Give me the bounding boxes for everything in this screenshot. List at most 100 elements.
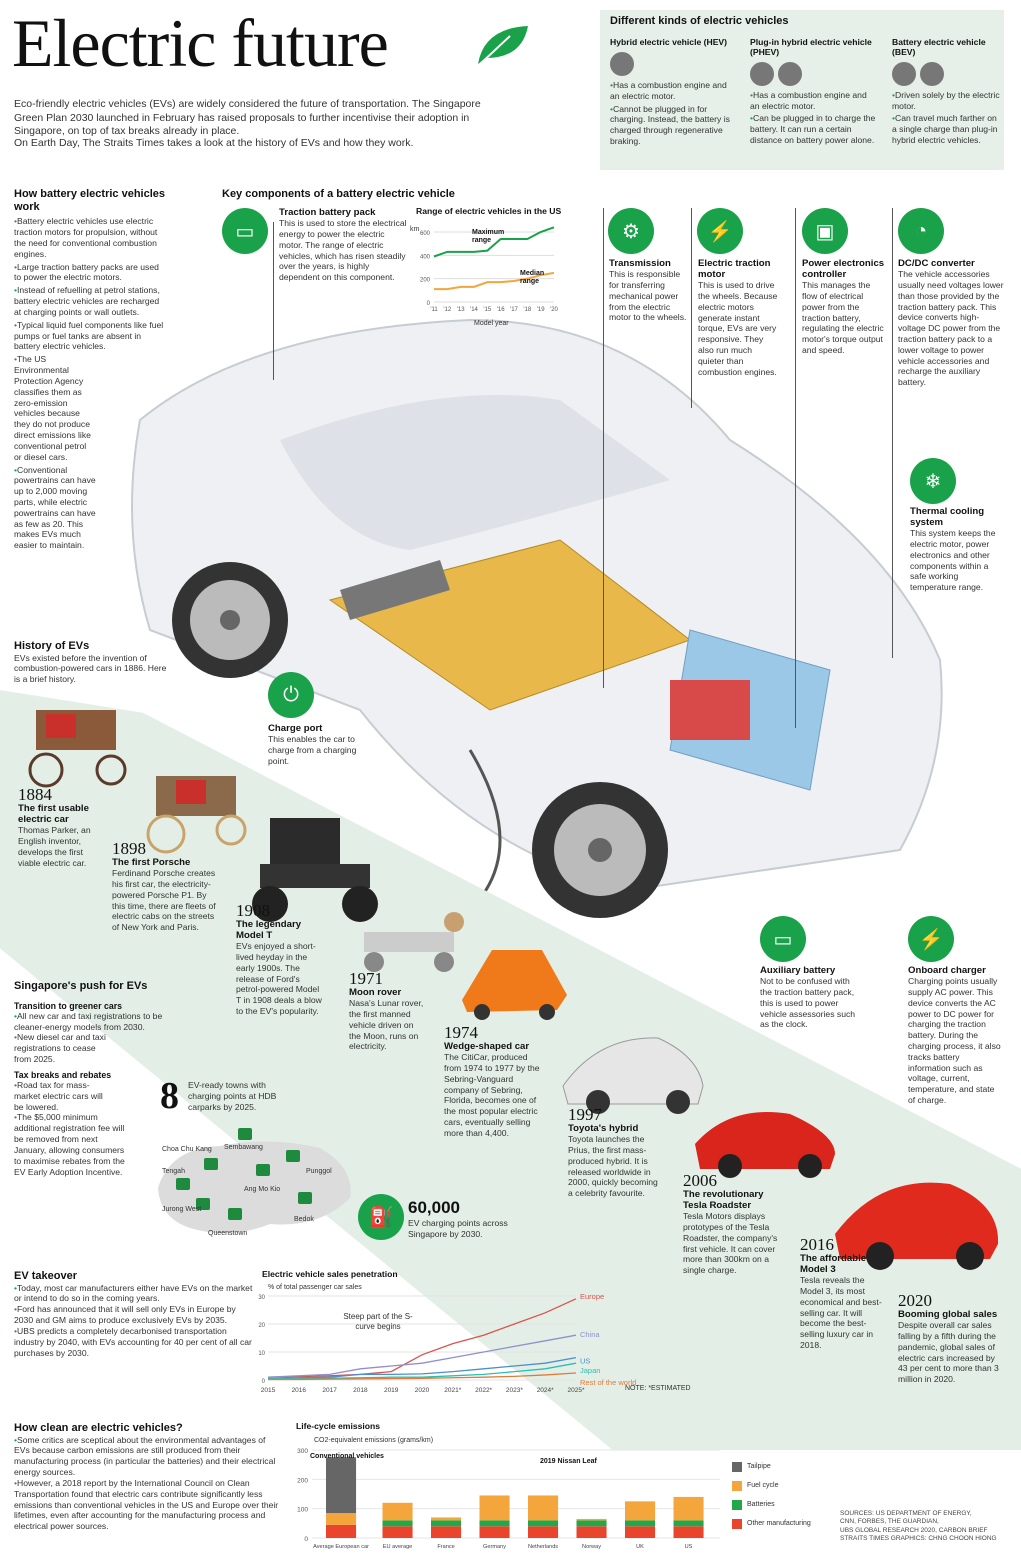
component-name: Power electronics controller xyxy=(802,258,885,281)
event-text: Thomas Parker, an English inventor, deve… xyxy=(18,825,91,868)
event-year: 1974 xyxy=(444,1023,478,1042)
car-illustration xyxy=(131,318,943,918)
charging-station-icon: ⛽ xyxy=(358,1194,404,1240)
bar-segment xyxy=(326,1513,357,1525)
range-label-median: Median range xyxy=(520,270,545,286)
event-2016: 2016 The affordable Model 3 Tesla reveal… xyxy=(800,1236,890,1351)
component-name: DC/DC converter xyxy=(898,258,975,269)
x-tick-label: 2024* xyxy=(537,1387,554,1394)
series-line xyxy=(268,1372,577,1381)
series-label: Japan xyxy=(580,1366,600,1375)
roadster-2006-image xyxy=(695,1112,835,1178)
bar-segment xyxy=(431,1526,462,1538)
history-header: History of EVs EVs existed before the in… xyxy=(14,640,174,685)
town-label: Bedok xyxy=(294,1216,314,1223)
model-t-1908-image xyxy=(252,818,378,922)
legend-swatch-other xyxy=(732,1519,742,1529)
bar-segment xyxy=(431,1520,462,1527)
gauge-icon: ◔ xyxy=(898,208,944,254)
range-label-max: Maximum range xyxy=(472,229,505,245)
moon-rover-1971-image xyxy=(364,912,464,972)
battery-icon: ▭ xyxy=(222,208,268,254)
source-line: STRAITS TIMES GRAPHICS: CHNG CHOON HIONG xyxy=(840,1535,997,1543)
how-point: The US Environmental Protection Agency c… xyxy=(14,354,94,462)
clean-point: However, a 2018 report by the Internatio… xyxy=(14,1478,280,1532)
component-name: Auxiliary battery xyxy=(760,965,836,976)
bar-segment xyxy=(382,1502,413,1521)
component-name: Traction battery pack xyxy=(279,207,376,218)
range-chart-title: Range of electric vehicles in the US xyxy=(416,206,562,216)
source-line: CNN, FORBES, THE GUARDIAN, xyxy=(840,1518,939,1526)
callout-thermal-cooling: Thermal cooling system This system keeps… xyxy=(910,506,1002,593)
bar-segment xyxy=(528,1526,559,1538)
singapore-subtitle: Transition to greener cars xyxy=(14,1000,123,1011)
event-1908: 1908 The legendary Model T EVs enjoyed a… xyxy=(236,902,326,1017)
x-tick-label: 2015 xyxy=(261,1387,276,1394)
lifecycle-legend: Tailpipe Fuel cycle Batteries Other manu… xyxy=(732,1462,818,1529)
x-tick-label: US xyxy=(685,1544,693,1550)
components-title: Key components of a battery electric veh… xyxy=(222,188,455,200)
event-title: The revolutionary Tesla Roadster xyxy=(683,1189,764,1212)
page-title: Electric future xyxy=(12,5,389,81)
bar-segment xyxy=(673,1520,704,1527)
event-year: 1898 xyxy=(112,839,146,858)
component-name: Charge port xyxy=(268,723,323,734)
series-label: China xyxy=(580,1330,600,1339)
callout-transmission: Transmission This is responsible for tra… xyxy=(609,258,689,323)
bar-segment xyxy=(625,1501,656,1521)
fuel-icon xyxy=(750,61,774,86)
prius-1997-image xyxy=(562,1037,704,1114)
series-label: Europe xyxy=(580,1292,604,1301)
callout-power-electronics: Power electronics controller This manage… xyxy=(802,258,886,356)
component-name: Transmission xyxy=(609,258,671,269)
component-text: The vehicle accessories usually need vol… xyxy=(898,269,1004,388)
event-1997: 1997 Toyota's hybrid Toyota launches the… xyxy=(568,1106,660,1199)
event-2006: 2006 The revolutionary Tesla Roadster Te… xyxy=(683,1172,781,1276)
x-tick-label: '13 xyxy=(457,307,465,313)
x-tick-label: Netherlands xyxy=(528,1544,558,1550)
component-text: This is responsible for transferring mec… xyxy=(609,269,687,323)
series-line xyxy=(268,1362,577,1380)
callout-onboard-charger: Onboard charger Charging points usually … xyxy=(908,965,1004,1106)
event-text: EVs enjoyed a short-lived heyday in the … xyxy=(236,941,322,1017)
singapore-point: Road tax for mass-market electric cars w… xyxy=(14,1080,110,1112)
event-2020: 2020 Booming global sales Despite overal… xyxy=(898,1292,1002,1385)
bar-segment xyxy=(576,1520,607,1527)
y-tick-label: 200 xyxy=(420,278,431,284)
y-tick-label: 20 xyxy=(258,1323,265,1329)
component-name: Onboard charger xyxy=(908,965,986,976)
group-label-conventional: Conventional vehicles xyxy=(310,1453,384,1460)
event-text: Nasa's Lunar rover, the first manned veh… xyxy=(349,998,424,1052)
y-tick-label: 600 xyxy=(420,231,431,237)
bar-segment xyxy=(326,1524,357,1538)
component-text: This is used to drive the wheels. Becaus… xyxy=(698,280,778,377)
map-pin xyxy=(238,1128,252,1140)
x-tick-label: '20 xyxy=(550,307,558,313)
group-label-leaf: 2019 Nissan Leaf xyxy=(540,1458,597,1465)
event-1971: 1971 Moon rover Nasa's Lunar rover, the … xyxy=(349,970,427,1052)
event-title: The legendary Model T xyxy=(236,919,302,942)
clean-section: How clean are electric vehicles? Some cr… xyxy=(14,1422,280,1532)
clean-title: How clean are electric vehicles? xyxy=(14,1422,183,1434)
component-text: This manages the flow of electrical powe… xyxy=(802,280,884,356)
leaf-icon xyxy=(470,22,532,68)
event-text: Tesla Motors displays prototypes of the … xyxy=(683,1211,778,1276)
series-line xyxy=(267,1334,577,1378)
y-tick-label: 200 xyxy=(297,1477,308,1484)
event-year: 1997 xyxy=(568,1105,602,1124)
bar-segment xyxy=(673,1496,704,1521)
event-text: Toyota launches the Prius, the first mas… xyxy=(568,1134,658,1199)
range-chart-xlabel: Model year xyxy=(474,320,509,327)
x-tick-label: '16 xyxy=(497,307,505,313)
event-year: 1884 xyxy=(18,785,52,804)
y-tick-label: 30 xyxy=(258,1295,265,1301)
x-tick-label: 2017 xyxy=(322,1387,337,1394)
porsche-1898-image xyxy=(146,776,247,854)
x-tick-label: '18 xyxy=(523,307,531,313)
x-tick-label: '11 xyxy=(430,307,438,313)
kind-name: Battery electric vehicle (BEV) xyxy=(892,37,986,57)
kind-point: Can travel much farther on a single char… xyxy=(892,113,1000,145)
event-text: Ferdinand Porsche creates his first car,… xyxy=(112,868,216,933)
lifecycle-chart-title: Life-cycle emissions xyxy=(296,1421,381,1431)
